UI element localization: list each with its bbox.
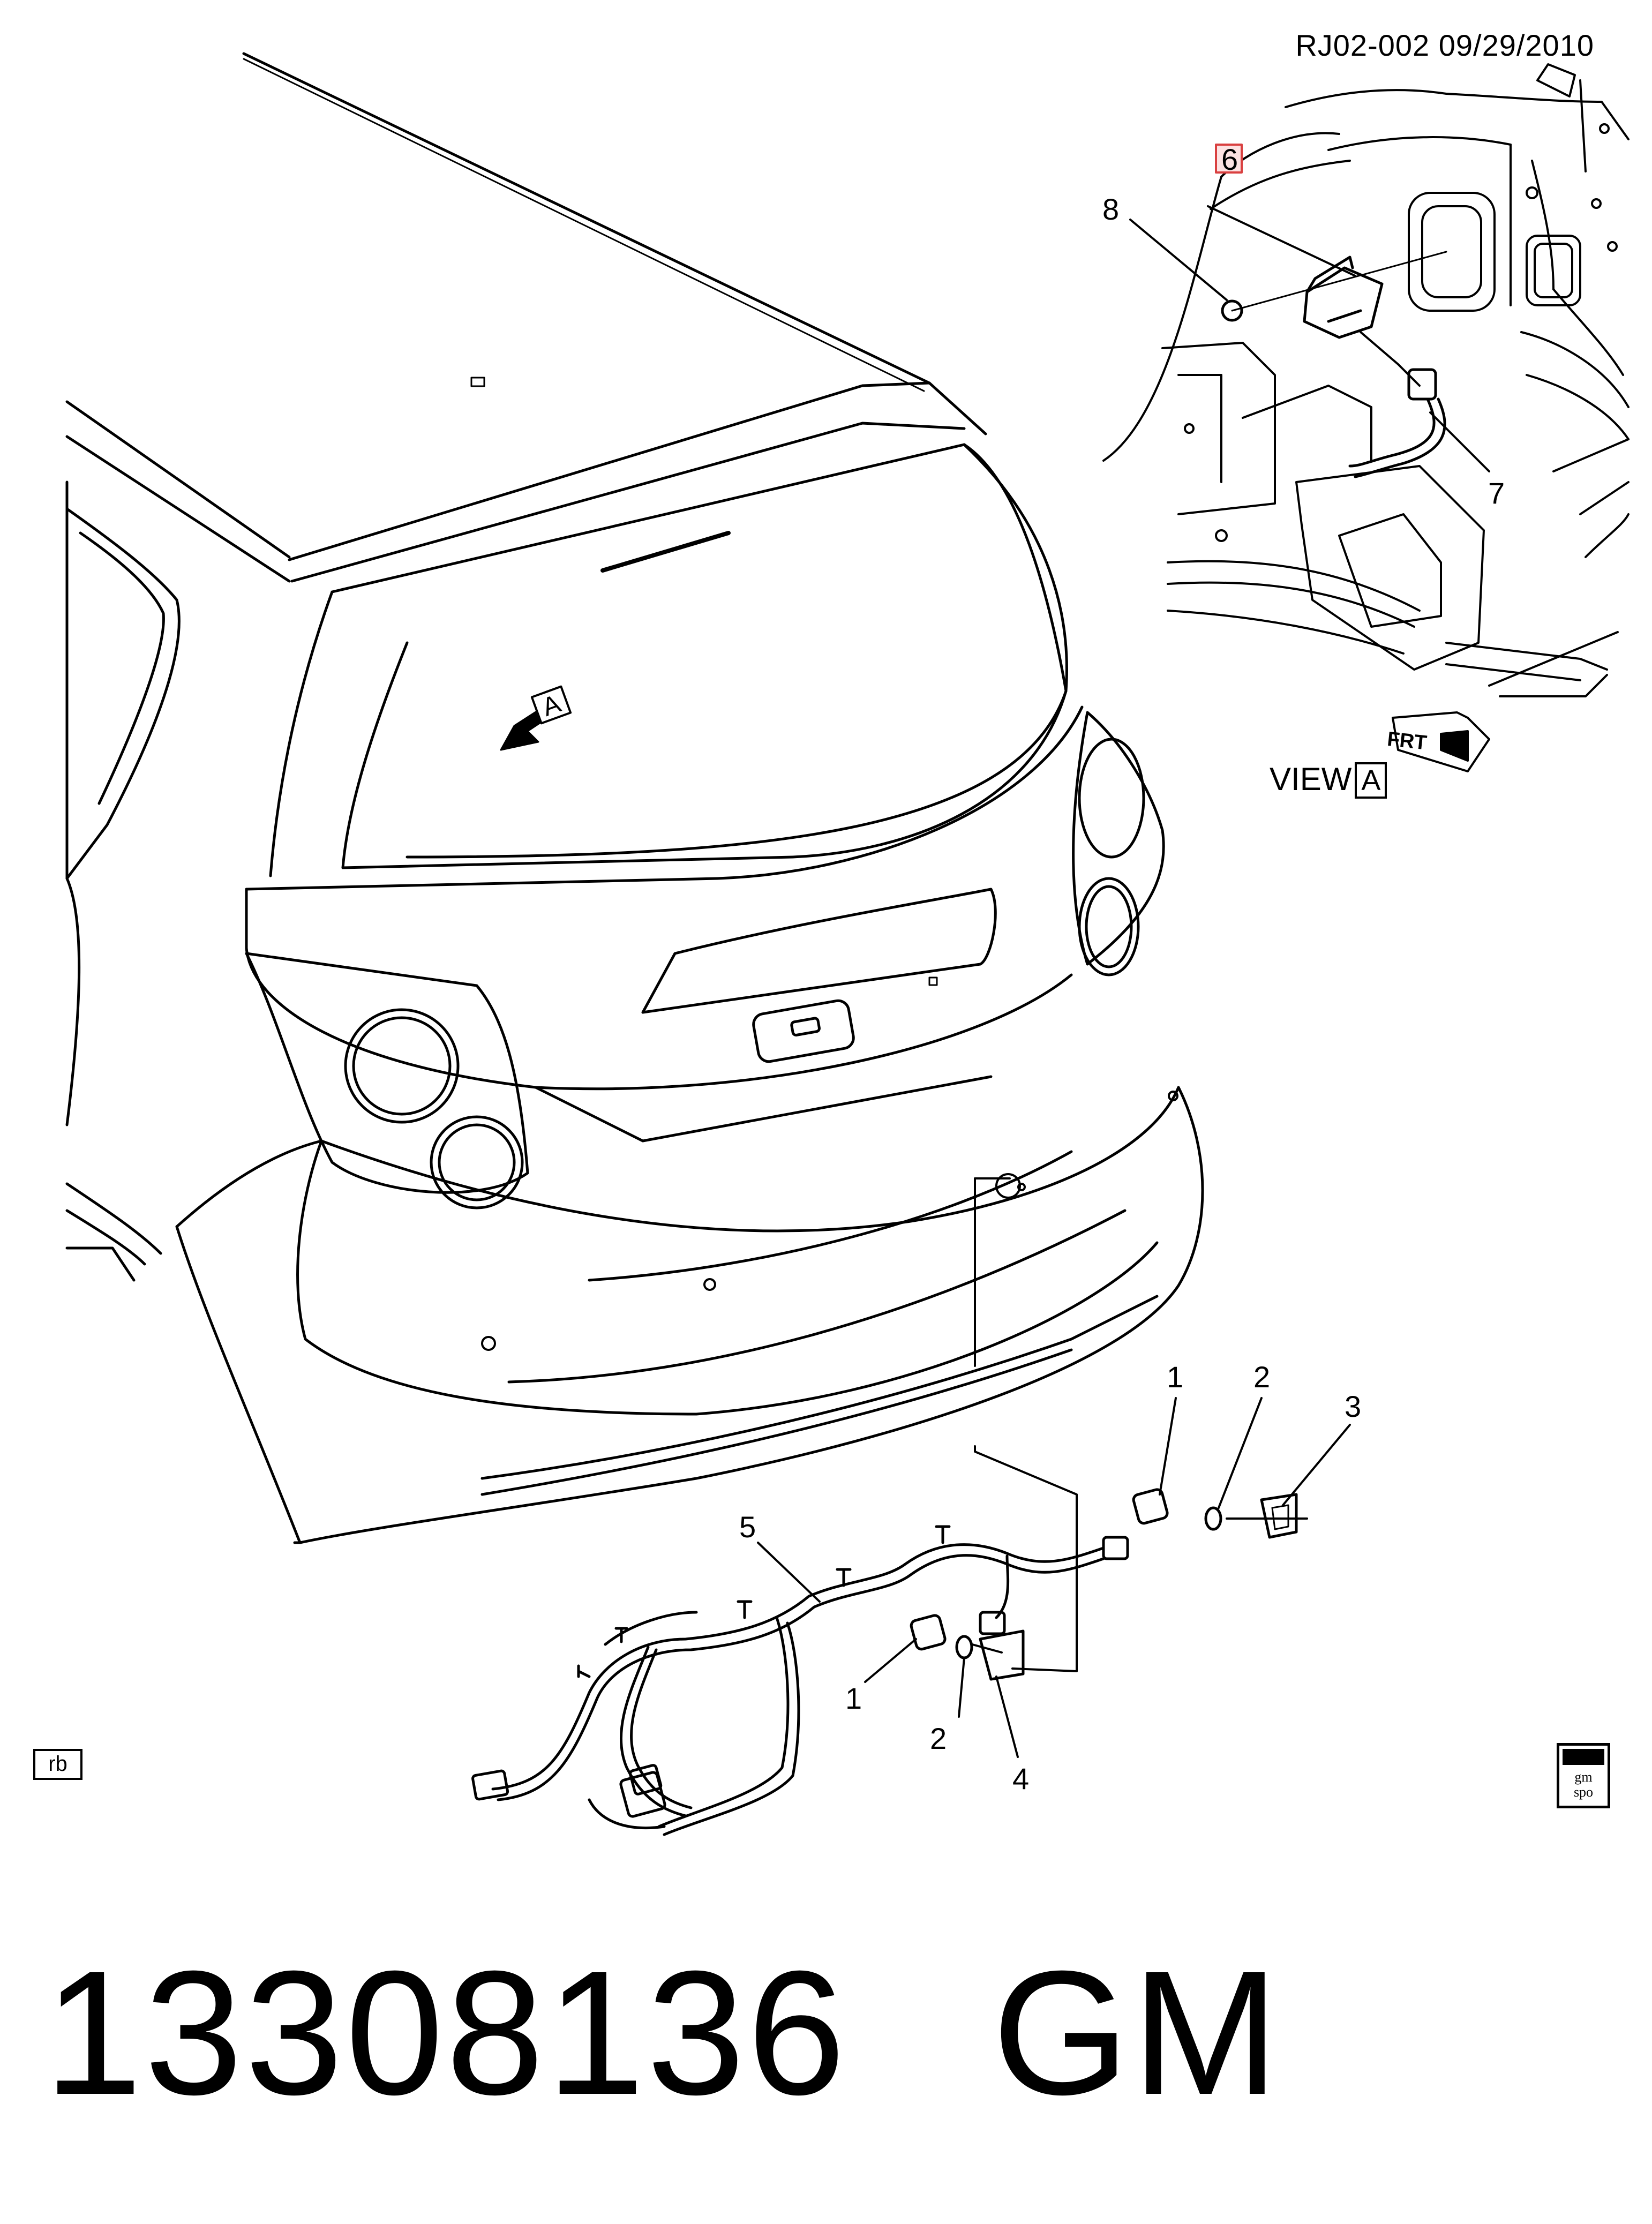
- parking-assist-module: [1303, 256, 1421, 387]
- view-a-arrow: [500, 685, 572, 751]
- callout-2-lower: 2: [930, 1722, 947, 1755]
- callout-2-upper: 2: [1253, 1360, 1270, 1394]
- drawing-reference: RJ02-002 09/29/2010: [1295, 28, 1594, 62]
- callout-5: 5: [739, 1510, 756, 1544]
- gm-spo-logo: gm spo: [1557, 1743, 1610, 1808]
- bumper-sensor-holes: [481, 1091, 1178, 1351]
- front-direction-label: FRT: [1386, 728, 1428, 754]
- view-label-letter: A: [1355, 762, 1387, 799]
- logo-band: [1563, 1749, 1604, 1765]
- front-direction-arrow: [1392, 711, 1490, 772]
- sensor-set-upper: [1132, 1488, 1308, 1539]
- harness-connector-7: [1348, 368, 1446, 478]
- brand-name: GM: [992, 1934, 1281, 2131]
- logo-line1: gm: [1574, 1769, 1593, 1785]
- callout-6: 6: [1221, 142, 1238, 176]
- callout-6-highlight: [1215, 144, 1243, 174]
- liftgate-garnish: [470, 377, 997, 1063]
- rb-label: rb: [33, 1749, 82, 1780]
- view-a-inset: [1102, 63, 1630, 697]
- push-pin-clip: [1221, 251, 1447, 322]
- tail-lamps: [245, 711, 1165, 1209]
- callout-numbers: 1 2 3 5 1 2 4 7 8: [739, 192, 1505, 1795]
- callout-8: 8: [1102, 192, 1119, 226]
- callout-leaders: [757, 205, 1490, 1758]
- callout-7: 7: [1488, 476, 1505, 510]
- callout-1-lower: 1: [845, 1681, 862, 1715]
- leader-lines: [974, 1177, 1078, 1672]
- part-number: 13308136: [44, 1934, 848, 2131]
- callout-1-upper: 1: [1167, 1360, 1183, 1394]
- sensor-set-lower: [910, 1614, 1025, 1681]
- logo-line2: spo: [1573, 1784, 1594, 1800]
- vehicle-rear-illustration: [65, 52, 1204, 1544]
- park-assist-wiring-harness: [471, 1525, 1129, 1836]
- view-label-text: VIEW: [1270, 761, 1352, 797]
- callout-4: 4: [1012, 1762, 1029, 1795]
- callout-3: 3: [1345, 1389, 1361, 1423]
